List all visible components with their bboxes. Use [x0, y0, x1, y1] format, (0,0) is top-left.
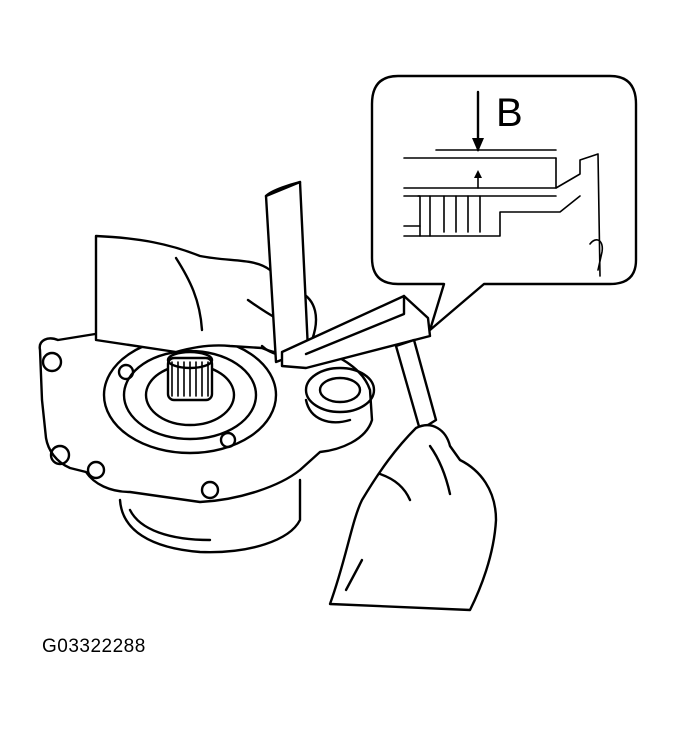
detail-callout: B [370, 74, 638, 332]
feeler-gauge-icon [394, 338, 438, 432]
right-hand [328, 338, 498, 612]
left-hand [94, 234, 318, 358]
figure-id: G03322288 [42, 636, 146, 657]
gauge-bar [280, 294, 432, 370]
detail-label: B [496, 91, 523, 135]
